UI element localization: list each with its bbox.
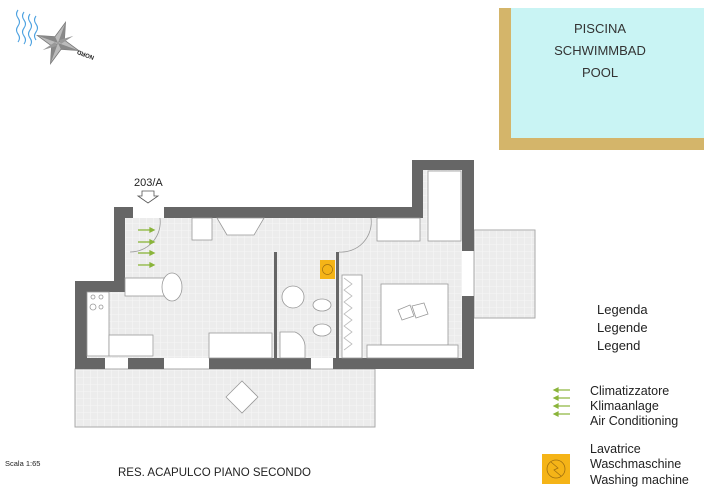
desk (191, 217, 213, 241)
legend-title-en: Legend (597, 338, 641, 353)
plan-title: RES. ACAPULCO PIANO SECONDO (118, 467, 311, 479)
entry-arrow-icon (136, 190, 160, 204)
washing-machine-icon (320, 260, 335, 279)
legend-title-it: Legenda (597, 302, 648, 317)
pool-label-en: POOL (581, 65, 619, 80)
legend-wm-de: Waschmaschine (590, 457, 682, 471)
shower (279, 331, 306, 359)
kitchen-counter (86, 291, 110, 357)
sea-waves-icon (15, 9, 39, 47)
furniture (86, 170, 462, 414)
bidet (312, 298, 332, 312)
unit-number: 203/A (134, 177, 163, 189)
single-bed (427, 170, 462, 242)
sink (281, 285, 305, 309)
legend-title-de: Legende (597, 320, 648, 335)
legend-wm-en: Washing machine (590, 473, 689, 487)
pool-label-it: PISCINA (573, 21, 626, 36)
pool-label-de: SCHWIMMBAD (554, 43, 646, 58)
legend-ac-icon (552, 387, 570, 417)
pool-water (511, 8, 704, 138)
side-balcony (473, 229, 536, 319)
tv-unit (216, 217, 265, 236)
round-table (161, 272, 183, 302)
front-balcony (74, 368, 376, 428)
legend-wm-it: Lavatrice (590, 442, 641, 456)
legend-ac-en: Air Conditioning (590, 414, 679, 428)
scale-label: Scala 1:65 (5, 459, 41, 468)
legend-ac-it: Climatizzatore (590, 384, 670, 398)
compass-rose-icon (35, 20, 81, 66)
toilet (312, 323, 332, 337)
ac-unit-icons (138, 226, 156, 269)
walls (75, 160, 474, 369)
sofa (208, 332, 273, 359)
bedroom-desk (376, 217, 421, 242)
balcony-table (225, 380, 259, 414)
legend-washing-machine-icon (542, 454, 570, 484)
legend-ac-de: Klimaanlage (590, 399, 659, 413)
